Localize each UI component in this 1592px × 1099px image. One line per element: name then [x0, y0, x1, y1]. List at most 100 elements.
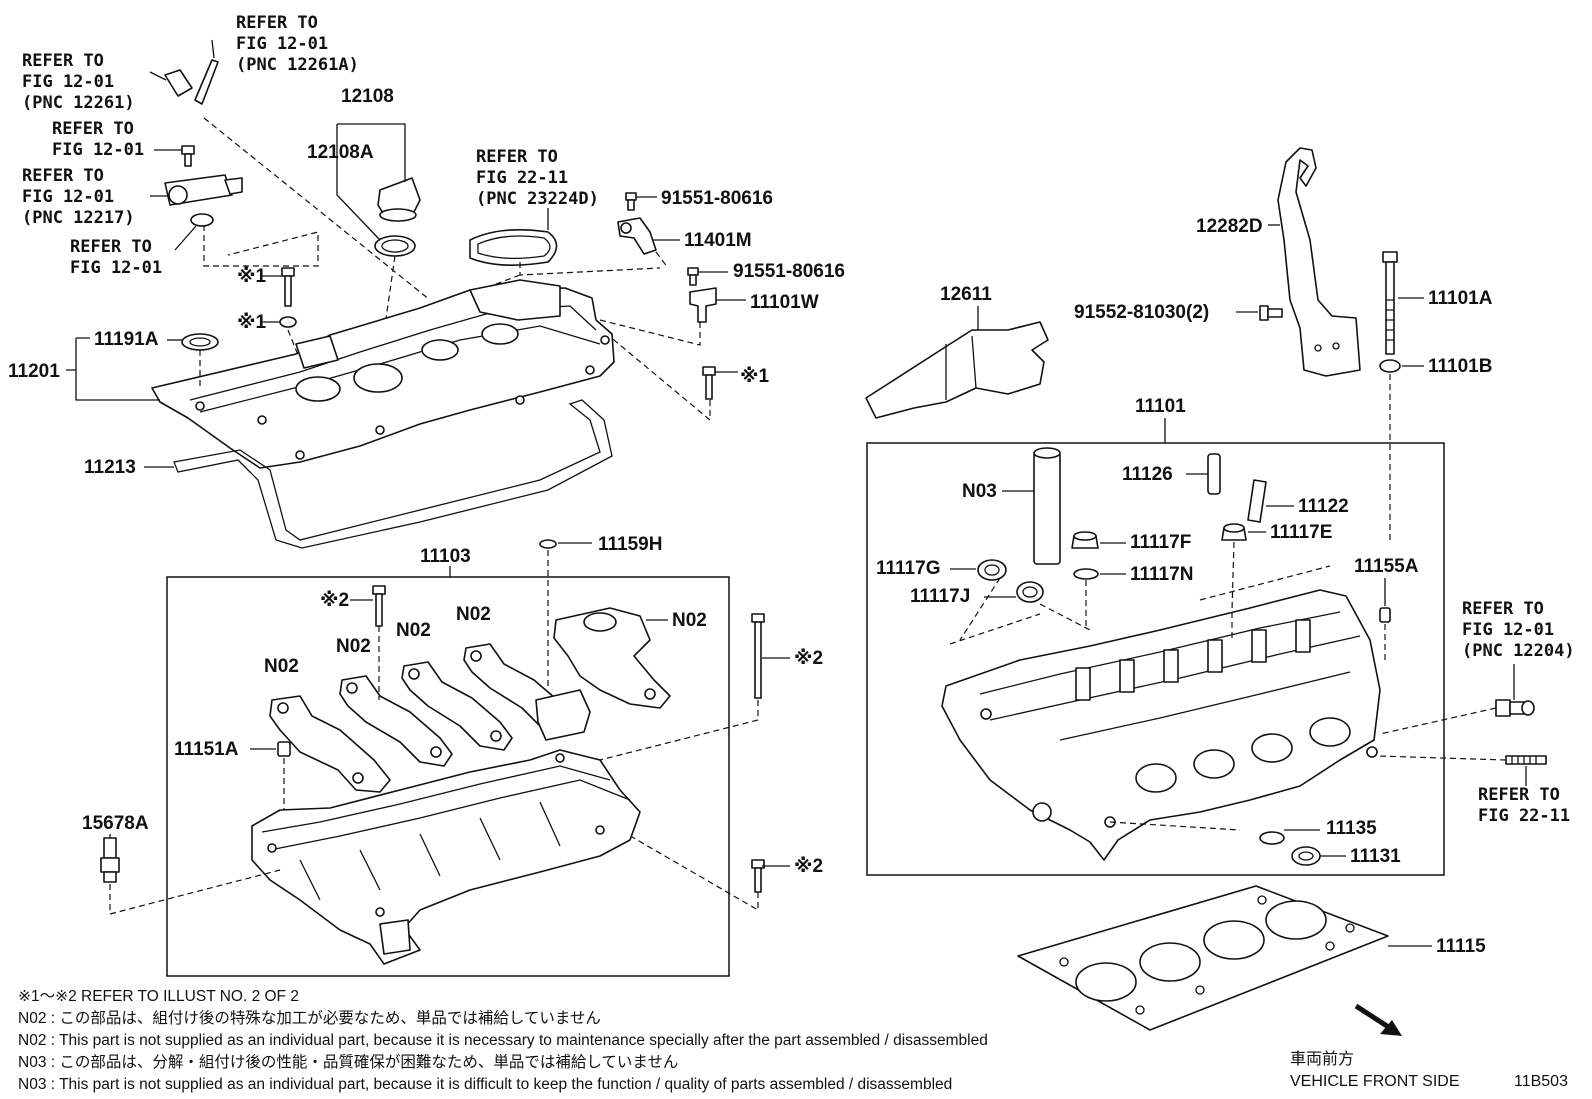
illustration-id: 11B503: [1514, 1073, 1568, 1090]
part-number-12108a: 12108A: [307, 142, 374, 163]
svg-text:(PNC 12217): (PNC 12217): [22, 208, 135, 228]
svg-text:REFER TO: REFER TO: [1462, 599, 1544, 619]
pcv-tube-icon: [194, 39, 219, 105]
part-number-n02: N02: [672, 610, 707, 631]
part-number-11117f: 11117F: [1130, 532, 1191, 553]
leader-line: [203, 225, 319, 267]
leader-line: [287, 329, 301, 361]
part-number-11135: 11135: [1326, 818, 1377, 839]
part-number-91551-80616-a: 91551-80616: [661, 188, 773, 209]
svg-text:FIG 12-01: FIG 12-01: [236, 34, 328, 54]
note-n02-jp: N02 : この部品は、組付け後の特殊な加工が必要なため、単品では補給していませ…: [18, 1009, 601, 1027]
o-ring-icon: [539, 539, 557, 549]
bolt-icon: [372, 585, 386, 627]
note-mark-2: ※2: [794, 856, 823, 877]
svg-text:REFER TO: REFER TO: [236, 13, 318, 33]
svg-text:REFER TO: REFER TO: [70, 237, 152, 257]
svg-text:(PNC 12204): (PNC 12204): [1462, 641, 1575, 661]
cylinder-head-group-box: [866, 442, 1445, 876]
svg-text:FIG 12-01: FIG 12-01: [22, 187, 114, 207]
part-number-12611: 12611: [940, 284, 992, 305]
bolt-icon: [625, 192, 637, 211]
oil-filler-gasket-icon: [374, 235, 416, 257]
vehicle-front-arrow-icon: [1354, 1003, 1402, 1036]
leader-line: [336, 124, 381, 241]
note-n02-en: N02 : This part is not supplied as an in…: [18, 1032, 988, 1049]
refer-label-fig-22-11-stud: REFER TO FIG 22-11: [1478, 785, 1570, 826]
spark-plug-tube-gasket-icon: [181, 333, 219, 351]
leader-line: [109, 869, 281, 915]
part-number-11201: 11201: [8, 361, 60, 382]
part-number-11101w: 11101W: [750, 292, 819, 313]
cylinder-head-icon: [941, 589, 1381, 861]
part-number-11101a: 11101A: [1428, 288, 1493, 309]
vehicle-front-label-en: VEHICLE FRONT SIDE: [1290, 1073, 1460, 1090]
valve-seat-icon: [1071, 531, 1099, 549]
svg-text:FIG 22-11: FIG 22-11: [1478, 806, 1570, 826]
leader-line: [203, 117, 431, 301]
svg-text:REFER TO: REFER TO: [22, 51, 104, 71]
refer-label-pnc-12204: REFER TO FIG 12-01 (PNC 12204): [1462, 599, 1575, 661]
svg-text:FIG 12-01: FIG 12-01: [22, 72, 114, 92]
leader-line: [1109, 821, 1241, 831]
note-mark-1: ※1: [237, 312, 266, 333]
part-number-11151a: 11151A: [174, 739, 239, 760]
head-gasket-icon: [1017, 885, 1389, 1031]
vehicle-front-label-jp: 車両前方: [1290, 1050, 1354, 1068]
leader-line: [619, 829, 759, 912]
plug-icon: [977, 559, 1007, 581]
washer-icon: [1073, 568, 1099, 580]
part-number-11117n: 11117N: [1130, 564, 1193, 585]
part-number-11191a: 11191A: [94, 329, 159, 350]
part-number-11117g: 11117G: [876, 558, 940, 579]
bearing-cap-icon: [339, 675, 453, 767]
part-number-11101b: 11101B: [1428, 356, 1492, 377]
part-number-11101: 11101: [1135, 396, 1186, 417]
part-number-91551-80616-b: 91551-80616: [733, 261, 845, 282]
refer-label-fig-12-01-oring: REFER TO FIG 12-01: [70, 237, 162, 278]
bolt-icon: [154, 145, 195, 167]
leader-line: [959, 577, 1091, 641]
part-number-11213: 11213: [84, 457, 136, 478]
note-mark-1: ※1: [740, 366, 769, 387]
gasket-ring-icon: [1259, 831, 1285, 845]
leader-line: [949, 565, 1331, 645]
svg-text:(PNC 12261A): (PNC 12261A): [236, 55, 359, 75]
cylinder-head-cover-icon: [151, 279, 615, 469]
note-mark-2: ※2: [320, 590, 349, 611]
part-number-11126: 11126: [1122, 464, 1173, 485]
bolt-icon: [281, 267, 295, 307]
leader-line: [1377, 755, 1507, 761]
part-number-n03: N03: [962, 481, 997, 502]
refer-label-pnc-23224d: REFER TO FIG 22-11 (PNC 23224D): [476, 147, 599, 209]
valve-guide-icon: [1207, 453, 1221, 495]
part-number-n02: N02: [396, 620, 431, 641]
head-bolt-icon: [1382, 251, 1398, 355]
leader-line: [1379, 707, 1497, 735]
part-number-91552-81030: 91552-81030(2): [1074, 302, 1209, 323]
part-number-n02: N02: [456, 604, 491, 625]
leader-line: [379, 255, 396, 361]
plug-fitting-icon: [100, 837, 120, 883]
head-cover-gasket-icon: [173, 399, 613, 549]
valve-seat-icon: [1221, 523, 1247, 541]
o-ring-icon: [174, 213, 214, 251]
washer-icon: [1379, 359, 1401, 373]
leader-line: [589, 319, 711, 422]
spark-plug-tube-icon: [1033, 447, 1061, 565]
camshaft-sensor-icon: [617, 217, 657, 255]
part-number-11401m: 11401M: [684, 230, 752, 251]
note-mark-1: ※1: [237, 266, 266, 287]
oil-filler-cap-icon: [377, 177, 421, 222]
part-number-11103: 11103: [420, 546, 471, 567]
throttle-gasket-icon: [469, 228, 558, 266]
leader-line: [337, 123, 406, 182]
stud-bolt-icon: [1505, 755, 1547, 765]
leader-line: [599, 251, 701, 346]
svg-text:REFER TO: REFER TO: [476, 147, 558, 167]
part-number-11122: 11122: [1298, 496, 1349, 517]
thrust-cap-icon: [535, 689, 591, 741]
leader-line: [1231, 541, 1235, 611]
refer-label-pnc-12261: REFER TO FIG 12-01 (PNC 12261): [22, 51, 135, 113]
